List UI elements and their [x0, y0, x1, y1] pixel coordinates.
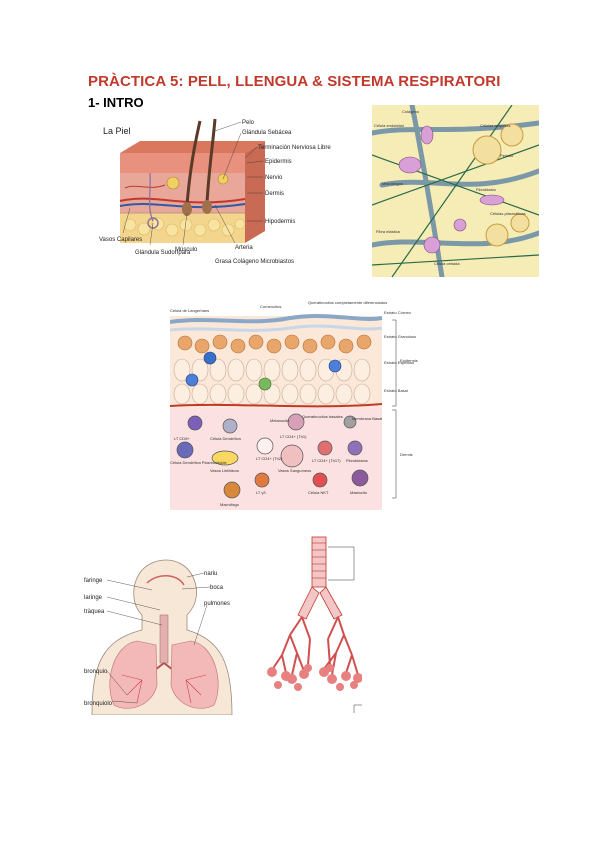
label-nervio: Nervio: [265, 175, 283, 181]
label-macrofagos: Macrófagos: [382, 181, 403, 186]
label-dermis: Dermis: [265, 191, 284, 197]
page-title: PRÀCTICA 5: PELL, LLENGUA & SISTEMA RESP…: [88, 73, 501, 90]
label-hipodermis: Hipodermis: [265, 219, 295, 225]
label-fibroblasto: Fibroblasto: [476, 187, 497, 192]
label-lt-gd: LT γδ: [256, 490, 266, 495]
label-bronquiolo: bronquiolo: [84, 701, 113, 707]
label-celula-dendritica-plasmocitoide: Célula Dendrítica Plasmocitoide: [170, 460, 227, 465]
label-queratinocitos: Queratinocitos completamente diferenciad…: [308, 300, 387, 305]
label-estrato-granuloso: Estrato Granuloso: [384, 334, 417, 339]
bronchial-tree-diagram: [262, 535, 362, 715]
label-musculo: Músculo: [175, 247, 198, 253]
label-colageno: Colágeno: [402, 109, 420, 114]
label-celulas-plasmaticas: Células plasmáticas: [490, 211, 526, 216]
label-celula-dendritica: Célula Dendrítica: [210, 436, 241, 441]
label-grasa: Grasa Colágeno Microbiastos: [215, 259, 294, 265]
label-estrato-espinoso: Estrato Espinoso: [384, 360, 415, 365]
label-lt-cd4-th1: LT CD4+ (Th1): [280, 434, 307, 439]
label-lt-cd8: LT CD8+: [174, 436, 190, 441]
label-glandula-sudoripara: Glándula Sudorípara: [135, 250, 191, 256]
label-mastocito: Mastocito: [350, 490, 368, 495]
label-corneocitos: Corneocitos: [260, 304, 281, 309]
label-faringe: faringe: [84, 578, 103, 584]
connective-tissue-diagram: Colágeno Célula endotelial Células adipo…: [372, 105, 539, 277]
label-dermis-imm: Dermis: [400, 452, 413, 457]
label-queratinocitos-basales: Queratinocitos basales: [302, 414, 343, 419]
label-laringe: laringe: [84, 595, 103, 601]
immune-cells-diagram: Célula de Langerhans Corneocitos Querati…: [170, 298, 442, 510]
label-glandula-sebacea: Glándula Sebácea: [242, 130, 292, 136]
label-epidermis: Epidermis: [265, 159, 292, 165]
label-celula-nkt: Célula NKT: [308, 490, 329, 495]
label-estrato-corneo: Estrato Córneo: [384, 310, 412, 315]
label-macrofago: Macrófago: [220, 502, 240, 507]
respiratory-system-diagram: faringe laringe tràquea nariu boca pulmo…: [82, 545, 242, 715]
label-langerhans: Célula de Langerhans: [170, 308, 209, 313]
label-arteria: Arteria: [235, 245, 253, 251]
label-lt-cd4-th2: LT CD4+ (Th2): [256, 456, 283, 461]
label-fibra-elastica: Fibra elástica: [376, 229, 401, 234]
label-traquea: tràquea: [84, 609, 105, 615]
label-pulmones: pulmones: [204, 601, 230, 607]
label-epidermis-imm: Epidermis: [400, 358, 418, 363]
label-melanocito: Melanocito: [270, 418, 290, 423]
label-vasos: Vasos Capilares: [99, 237, 142, 243]
skin-heading: La Piel: [103, 126, 131, 136]
label-vasos-linfaticos: Vasos Linfáticos: [210, 468, 239, 473]
label-vasos-sanguineos: Vasos Sanguíneos: [278, 468, 311, 473]
label-pelo: Pelo: [242, 120, 255, 126]
label-boca: boca: [210, 585, 224, 591]
label-celula-endotelial: Célula endotelial: [374, 123, 404, 128]
label-pericito: Pericito: [500, 153, 514, 158]
label-fibroblastos: Fibroblastos: [346, 458, 368, 463]
label-terminacion: Terminación Nerviosa Libre: [258, 145, 331, 151]
section-heading: 1- INTRO: [88, 95, 144, 110]
label-lt-cd4-th17: LT CD4+ (Th17): [312, 458, 341, 463]
label-nariu: nariu: [204, 571, 217, 577]
label-celulas-adiposas: Células adiposas: [480, 123, 510, 128]
label-celula-cebada: Célula cebada: [434, 261, 460, 266]
skin-diagram: La Piel: [95, 113, 357, 278]
label-bronquio: bronquio: [84, 669, 108, 675]
label-estrato-basal: Estrato Basal: [384, 388, 408, 393]
label-membrana-basal: Membrana Basal: [352, 416, 382, 421]
